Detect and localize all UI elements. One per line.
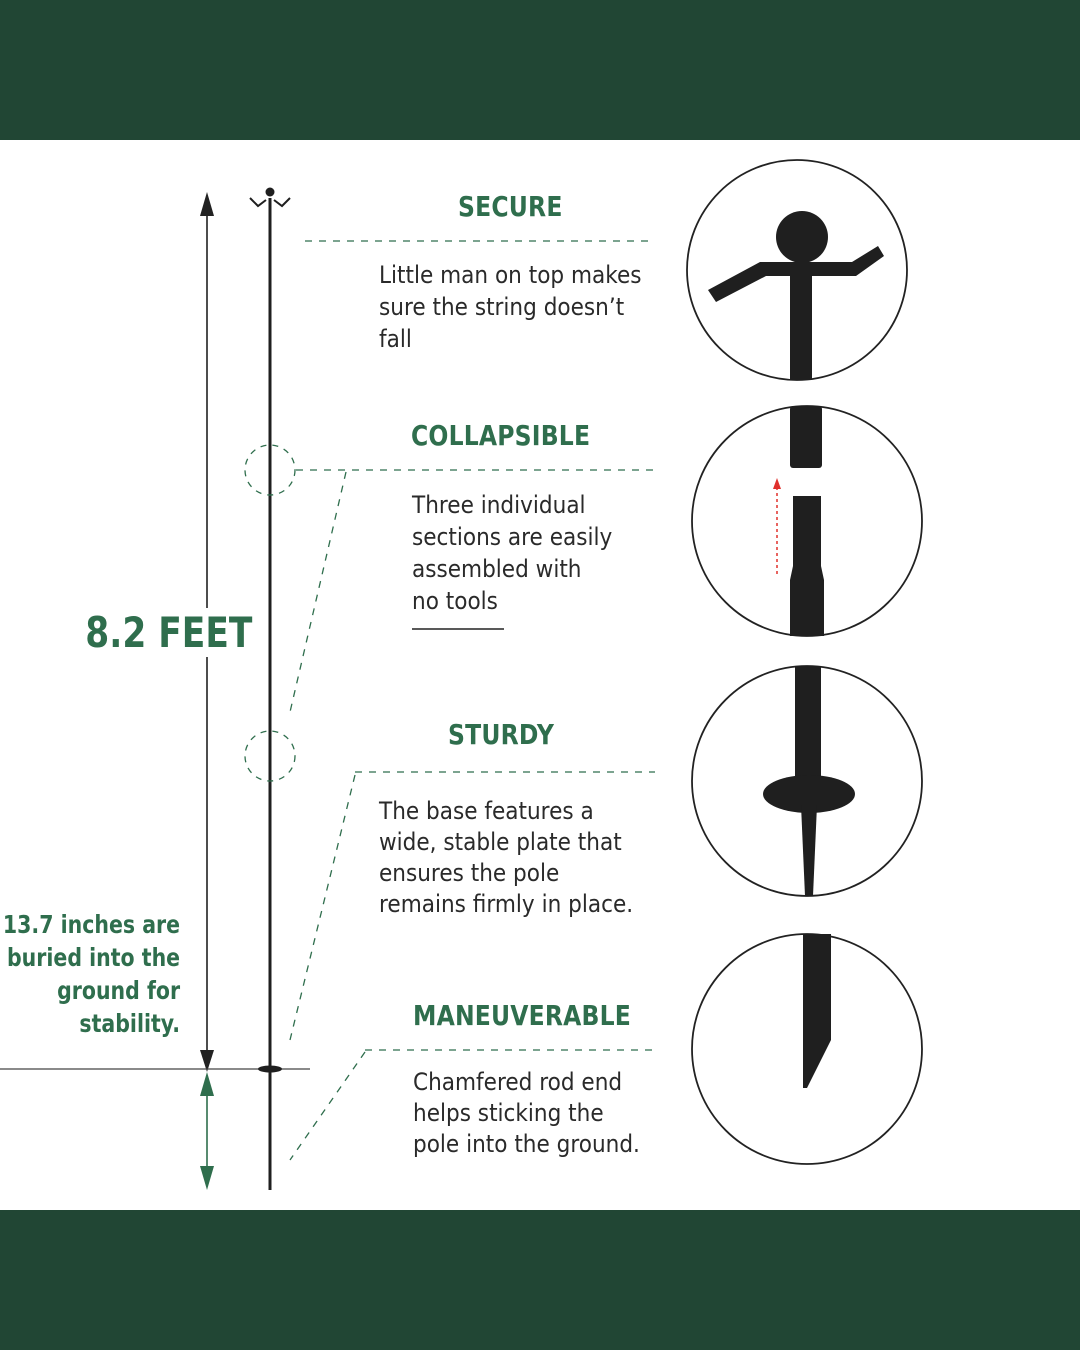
feature-title-sturdy: STURDY (448, 718, 555, 751)
feature-title-secure: SECURE (458, 190, 563, 223)
buried-depth-arrow (200, 1072, 214, 1190)
buried-depth-label: 13.7 inches are buried into the ground f… (2, 910, 181, 1038)
pole (249, 187, 291, 1190)
feature-title-maneuverable: MANEUVERABLE (413, 999, 632, 1032)
feature-desc-secure: Little man on top makes sure the string … (379, 261, 642, 353)
feature-desc-collapsible: Three individual sections are easily ass… (412, 491, 613, 615)
detail-circle-top (686, 159, 908, 381)
detail-circle-joint (691, 405, 923, 637)
bottom-banner (0, 1210, 1080, 1350)
height-label: 8.2 FEET (82, 608, 256, 657)
detail-circle-plate (691, 665, 923, 897)
feature-title-collapsible: COLLAPSIBLE (411, 419, 591, 452)
top-banner (0, 0, 1080, 140)
joint-marker-lower (244, 730, 296, 782)
feature-desc-maneuverable: Chamfered rod end helps sticking the pol… (413, 1068, 640, 1158)
leader-lines (289, 240, 655, 1161)
detail-circle-tip (691, 933, 923, 1165)
feature-desc-sturdy: The base features a wide, stable plate t… (379, 797, 634, 918)
joint-marker-upper (244, 444, 296, 496)
